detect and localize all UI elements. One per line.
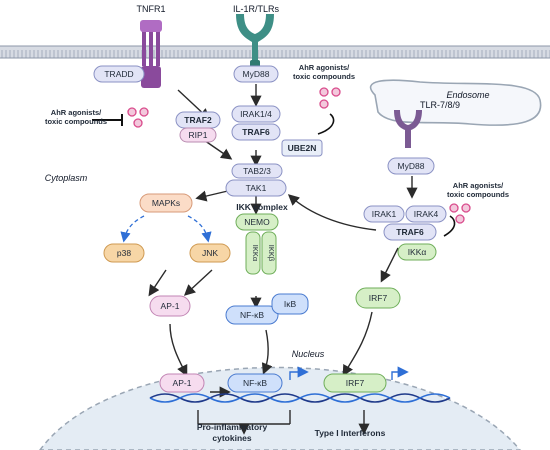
svg-text:UBE2N: UBE2N: [288, 143, 317, 153]
cytoplasm-label: Cytoplasm: [45, 173, 88, 183]
node-irak4: IRAK4: [405, 205, 447, 223]
node-irf7-cyto: IRF7: [355, 287, 401, 309]
svg-text:IRAK4: IRAK4: [414, 209, 439, 219]
svg-text:NEMO: NEMO: [244, 217, 270, 227]
output-proinflammatory-line1: Pro-inflammatory: [197, 422, 268, 432]
ahr-top-line2: toxic compounds: [293, 72, 355, 81]
svg-text:IKKα: IKKα: [408, 247, 427, 257]
svg-text:IRF7: IRF7: [346, 378, 365, 388]
svg-text:TAB2/3: TAB2/3: [243, 166, 271, 176]
svg-text:AP-1: AP-1: [161, 301, 180, 311]
node-p38: p38: [103, 243, 145, 263]
il1r-tlrs-label: IL-1R/TLRs: [233, 4, 280, 14]
node-ikka-sub: IKKα: [245, 231, 261, 275]
svg-text:IRAK1/4: IRAK1/4: [240, 109, 272, 119]
svg-text:IKKβ: IKKβ: [267, 245, 276, 262]
svg-text:MAPKs: MAPKs: [152, 198, 180, 208]
node-tradd: TRADD: [93, 65, 145, 83]
svg-text:TRAF2: TRAF2: [184, 115, 212, 125]
svg-text:JNK: JNK: [202, 248, 218, 258]
node-ikb: IκB: [271, 293, 309, 315]
node-irf7-nuc: IRF7: [323, 373, 387, 393]
svg-text:NF-κB: NF-κB: [243, 378, 267, 388]
svg-text:IκB: IκB: [284, 299, 297, 309]
svg-text:AP-1: AP-1: [173, 378, 192, 388]
node-ap1-cyto: AP-1: [149, 295, 191, 317]
node-nfkb-cyto: NF-κB: [225, 305, 279, 325]
node-mapks: MAPKs: [139, 193, 193, 213]
node-nfkb-nuc: NF-κB: [227, 373, 283, 393]
plasma-membrane: [0, 46, 550, 58]
ahr-top-line1: AhR agonists/: [299, 63, 350, 72]
nucleus-label: Nucleus: [292, 349, 325, 359]
tlr789-receptor-icon: [394, 110, 422, 148]
gene-arrows: [289, 366, 409, 380]
node-traf6-endo: TRAF6: [383, 223, 437, 241]
svg-text:IRF7: IRF7: [369, 293, 388, 303]
node-traf2: TRAF2: [175, 111, 221, 129]
node-traf6-top: TRAF6: [231, 123, 281, 141]
node-ikkb-sub: IKKβ: [261, 231, 277, 275]
svg-text:IRAK1: IRAK1: [372, 209, 397, 219]
svg-text:TRADD: TRADD: [104, 69, 133, 79]
pathway-arrows: [92, 84, 456, 435]
node-ikka-endo: IKKα: [397, 243, 437, 261]
svg-text:TRAF6: TRAF6: [396, 227, 424, 237]
ahr-right-line1: AhR agonists/: [453, 181, 504, 190]
endosome-label: Endosome: [446, 90, 489, 100]
node-myd88-top: MyD88: [233, 65, 279, 83]
node-tak1: TAK1: [225, 179, 287, 197]
svg-text:p38: p38: [117, 248, 131, 258]
output-proinflammatory-line2: cytokines: [212, 433, 251, 443]
ikk-complex-label: IKK complex: [236, 202, 288, 212]
node-rip1: RIP1: [179, 127, 217, 143]
svg-text:NF-κB: NF-κB: [240, 310, 264, 320]
tnfr1-receptor-icon: [140, 20, 162, 88]
svg-text:IKKα: IKKα: [251, 245, 260, 262]
output-type-i-interferons: Type I Interferons: [315, 428, 386, 438]
nucleus-region: [39, 366, 521, 450]
ahr-left-line1: AhR agonists/: [51, 108, 102, 117]
ahr-left-line2: toxic compounds: [45, 117, 107, 126]
node-nemo: NEMO: [235, 213, 279, 231]
node-ube2n: UBE2N: [281, 139, 323, 157]
ahr-compound-top-icon: [319, 87, 341, 109]
node-irak1: IRAK1: [363, 205, 405, 223]
node-myd88-endo: MyD88: [387, 157, 435, 175]
ahr-compound-left-icon: [127, 107, 149, 128]
dna-strand: [149, 393, 451, 403]
svg-text:TRAF6: TRAF6: [242, 127, 270, 137]
svg-text:MyD88: MyD88: [398, 161, 425, 171]
svg-text:MyD88: MyD88: [243, 69, 270, 79]
node-jnk: JNK: [189, 243, 231, 263]
ahr-compound-right-icon: [449, 203, 471, 224]
tnfr1-label: TNFR1: [137, 4, 166, 14]
node-tab23: TAB2/3: [231, 163, 283, 179]
node-irak14: IRAK1/4: [231, 105, 281, 123]
svg-text:RIP1: RIP1: [189, 130, 208, 140]
il1r-tlr-receptor-icon: [236, 14, 274, 70]
endosome-membrane: [369, 79, 542, 126]
dashed-arrows: [120, 215, 212, 243]
svg-text:TAK1: TAK1: [246, 183, 267, 193]
tlr789-label: TLR-7/8/9: [420, 100, 460, 110]
ahr-right-line2: toxic compounds: [447, 190, 509, 199]
node-ap1-nuc: AP-1: [159, 373, 205, 393]
